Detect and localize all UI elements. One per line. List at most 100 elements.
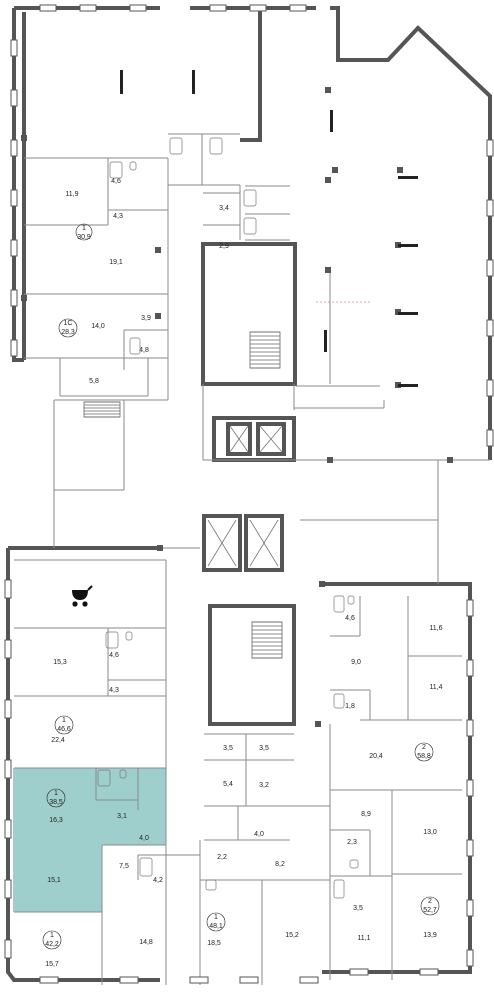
- svg-text:52,7: 52,7: [423, 907, 437, 914]
- window: [486, 139, 494, 157]
- column: [327, 457, 333, 463]
- window: [486, 429, 494, 447]
- room-area: 1,8: [345, 703, 355, 710]
- room-area: 3,4: [219, 205, 229, 212]
- window: [486, 379, 494, 397]
- apartment-labels: 1 30,9 1С 28,3 1 46,6 1 38,5 1 42,2 1 48…: [42, 223, 440, 950]
- svg-text:48,1: 48,1: [209, 923, 223, 930]
- upper-core-box: [201, 242, 297, 386]
- highlighted-apartment[interactable]: [13, 768, 166, 912]
- window: [466, 839, 474, 857]
- column: [21, 295, 27, 301]
- marker: [398, 244, 418, 247]
- window: [4, 579, 12, 599]
- fixture: [349, 859, 359, 869]
- room-area: 11,6: [429, 625, 442, 632]
- apartment-badge[interactable]: 1 42,2: [42, 930, 62, 950]
- bathroom-fixtures: [97, 137, 359, 899]
- room-area: 8,2: [275, 861, 285, 868]
- room-area: 4,6: [109, 652, 119, 659]
- svg-text:38,5: 38,5: [49, 799, 63, 806]
- marker: [330, 110, 333, 132]
- room-area: 11,9: [65, 191, 78, 198]
- svg-text:28,3: 28,3: [61, 329, 75, 336]
- column: [325, 177, 331, 183]
- svg-text:30,9: 30,9: [77, 234, 91, 241]
- svg-text:1: 1: [214, 914, 218, 921]
- lower-elevator-b: [244, 514, 284, 572]
- window: [239, 976, 259, 984]
- lower-outer-wall-left: [6, 548, 160, 982]
- window: [299, 976, 319, 984]
- room-area: 5,4: [223, 781, 233, 788]
- window: [466, 899, 474, 917]
- room-area: 15,1: [47, 877, 61, 884]
- svg-text:58,8: 58,8: [417, 753, 431, 760]
- apartment-badge[interactable]: 1 30,9: [75, 223, 93, 241]
- room-area: 14,0: [91, 323, 105, 330]
- window: [4, 939, 12, 959]
- svg-text:42,2: 42,2: [45, 941, 59, 948]
- room-area: 4,8: [139, 347, 149, 354]
- window: [79, 4, 97, 12]
- svg-text:1: 1: [50, 932, 54, 939]
- column: [157, 545, 163, 551]
- column: [447, 457, 453, 463]
- marker: [324, 330, 327, 352]
- room-area: 13,0: [423, 829, 437, 836]
- fixture: [243, 189, 257, 207]
- room-area: 3,5: [259, 745, 269, 752]
- lower-elevator-a: [202, 514, 242, 572]
- fixture: [347, 595, 355, 605]
- svg-text:1: 1: [82, 225, 86, 232]
- apartment-badge[interactable]: 1 48,1: [206, 912, 226, 932]
- lower-outer-wall-right: [322, 582, 472, 974]
- room-area: 13,9: [423, 932, 437, 939]
- room-area: 3,9: [141, 315, 151, 322]
- marker: [398, 384, 418, 387]
- window: [466, 599, 474, 617]
- upper-elevator-a: [226, 422, 252, 456]
- fixture: [105, 631, 119, 649]
- room-area: 11,4: [429, 684, 442, 691]
- room-area: 4,2: [153, 877, 163, 884]
- fixture: [109, 161, 123, 179]
- room-area: 9,0: [351, 659, 361, 666]
- column: [21, 135, 27, 141]
- room-area: 7,5: [119, 863, 129, 870]
- column: [315, 721, 321, 727]
- fixture: [333, 595, 345, 613]
- window: [4, 759, 12, 779]
- window: [419, 968, 439, 976]
- svg-text:1С: 1С: [64, 320, 73, 327]
- window: [466, 949, 474, 967]
- fixture: [243, 217, 257, 235]
- marker: [398, 312, 418, 315]
- fixture: [209, 137, 223, 155]
- apartment-badge[interactable]: 1 38,5: [46, 788, 66, 808]
- window: [10, 39, 18, 57]
- room-area: 4,0: [254, 831, 264, 838]
- fixture: [119, 769, 127, 779]
- room-area: 3,1: [117, 813, 127, 820]
- column: [319, 581, 325, 587]
- stair-icon: [251, 621, 283, 659]
- window: [209, 4, 227, 12]
- window: [486, 319, 494, 337]
- room-area: 4,3: [109, 687, 119, 694]
- apartment-badge[interactable]: 1 46,6: [54, 715, 74, 735]
- stair-icon: [249, 331, 281, 369]
- marker: [192, 70, 195, 94]
- window: [4, 879, 12, 899]
- window: [349, 968, 369, 976]
- window: [119, 976, 139, 984]
- elevator-icon: [207, 425, 283, 567]
- apartment-badge[interactable]: 2 52,7: [420, 896, 440, 916]
- apartment-badge[interactable]: 1С 28,3: [58, 318, 78, 338]
- apartment-badge[interactable]: 2 58,8: [414, 742, 434, 762]
- room-area: 5,8: [89, 378, 99, 385]
- window: [10, 189, 18, 207]
- room-area: 8,9: [361, 811, 371, 818]
- window: [466, 779, 474, 797]
